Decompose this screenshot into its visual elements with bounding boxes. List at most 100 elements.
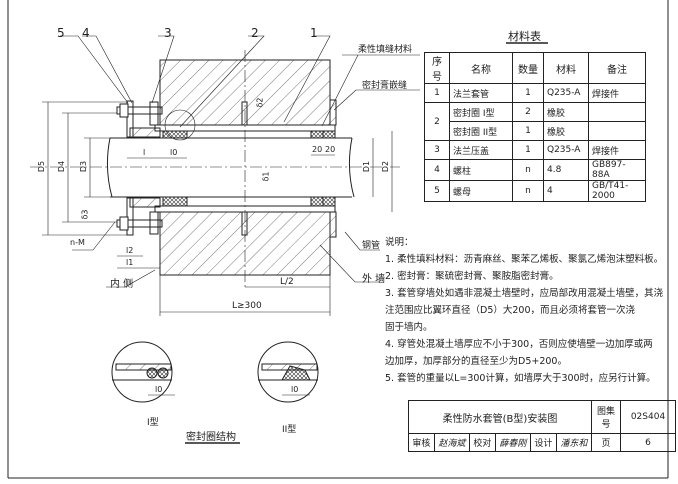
dim-l: l bbox=[143, 148, 146, 157]
cell-note bbox=[588, 102, 646, 122]
detail-type1-label: I型 bbox=[147, 418, 159, 428]
cell-qty: 1 bbox=[512, 83, 544, 103]
cell-name: 密封圈 I型 bbox=[449, 102, 513, 122]
cell-note: GB897-88A bbox=[588, 159, 646, 181]
page-number: 6 bbox=[620, 433, 676, 452]
cell-note: 焊接件 bbox=[588, 83, 646, 103]
steel-pipe bbox=[30, 50, 400, 290]
atlas-label: 图集号 bbox=[591, 400, 621, 434]
dim-l1: l1 bbox=[126, 258, 134, 267]
note-line: 3. 套管穿墙处如遇非混凝土墙壁时，应局部改用混凝土墙壁，其浇 bbox=[385, 288, 664, 299]
detail2-l0-label: l0 bbox=[291, 385, 299, 394]
callout-bolt-spec: n-M bbox=[70, 238, 85, 247]
cell-material: 橡胶 bbox=[543, 102, 589, 122]
dim-delta2: δ2 bbox=[255, 97, 265, 108]
callout-outer-wall: 外 墙 bbox=[362, 274, 386, 285]
detail-type2-label: II型 bbox=[282, 425, 297, 435]
dim-D4: D4 bbox=[57, 160, 67, 173]
review-label: 审核 bbox=[408, 433, 435, 452]
dim-l2: l2 bbox=[126, 246, 134, 255]
cell-material: Q235-A bbox=[543, 83, 589, 103]
atlas-number: 02S404 bbox=[620, 400, 676, 434]
flange-gland bbox=[126, 100, 161, 236]
table-header: 序号 名称 数量 材料 备注 bbox=[424, 52, 646, 84]
title-block: 柔性防水套管(B型)安装图 图集号 02S404 审核 赵海斌 校对 薛春刚 设… bbox=[408, 400, 676, 452]
dimension-lines bbox=[42, 101, 393, 316]
seal-detail-type1 bbox=[111, 341, 175, 403]
cell-note: GB/T41-2000 bbox=[588, 180, 646, 202]
seal-rings bbox=[162, 130, 336, 207]
dim-20b: 20 bbox=[325, 145, 336, 154]
check-signature: 薛春刚 bbox=[494, 433, 531, 452]
cell-qty: n bbox=[512, 159, 544, 181]
cell-note: 焊接件 bbox=[588, 140, 646, 160]
cell-no: 2 bbox=[424, 102, 450, 141]
dim-20a: 20 bbox=[312, 145, 323, 154]
note-line: 边加厚，加厚部分的直径至少为D5+200。 bbox=[385, 356, 567, 367]
callout-flexible-filler: 柔性填缝材料 bbox=[358, 45, 413, 55]
cell-name: 密封圈 II型 bbox=[449, 121, 513, 141]
page-label: 页 bbox=[591, 433, 621, 452]
cell-no: 5 bbox=[424, 180, 450, 202]
leaders bbox=[60, 35, 420, 288]
material-table-title: 材料表 bbox=[508, 30, 541, 43]
dim-delta1: δ1 bbox=[261, 171, 271, 182]
dim-D3: D3 bbox=[79, 160, 89, 173]
note-line: 注范围应比翼环直径（D5）大200，而且必须将套管一次浇 bbox=[385, 305, 635, 316]
notes: 说明： 1. 柔性填料材料：沥青麻丝、聚苯乙烯板、聚氯乙烯泡沫塑料板。 2. 密… bbox=[385, 234, 670, 387]
note-line: 固于墙内。 bbox=[385, 322, 433, 333]
cell-name: 法兰套管 bbox=[449, 83, 513, 103]
seal-detail-type2 bbox=[257, 341, 319, 403]
drawing-title: 柔性防水套管(B型)安装图 bbox=[408, 400, 592, 434]
cell-qty: 1 bbox=[512, 121, 544, 141]
part-label-4: 4 bbox=[82, 26, 90, 40]
cell-name: 螺柱 bbox=[449, 159, 513, 181]
cell-material: Q235-A bbox=[543, 140, 589, 160]
cell-no: 3 bbox=[424, 140, 450, 160]
dim-L: L≥300 bbox=[232, 301, 262, 311]
detail-marker bbox=[164, 109, 196, 141]
cell-name: 螺母 bbox=[449, 180, 513, 202]
header-note: 备注 bbox=[588, 52, 646, 84]
note-line: 4. 穿管处混凝土墙厚应不小于300，否则应使墙壁一边加厚或两 bbox=[385, 339, 653, 350]
note-line: 5. 套管的重量以L=300计算，如墙厚大于300时，应另行计算。 bbox=[385, 373, 656, 384]
design-label: 设计 bbox=[529, 433, 557, 452]
check-label: 校对 bbox=[468, 433, 496, 452]
note-line: 2. 密封膏：聚硫密封膏、聚胺脂密封膏。 bbox=[385, 271, 559, 282]
review-signature: 赵海斌 bbox=[433, 433, 470, 452]
cell-material: 4 bbox=[543, 180, 589, 202]
design-signature: 潘东和 bbox=[555, 433, 593, 452]
cell-no: 1 bbox=[424, 83, 450, 103]
dim-D5: D5 bbox=[37, 160, 47, 173]
dim-D2: D2 bbox=[381, 160, 391, 173]
note-line: 1. 柔性填料材料：沥青麻丝、聚苯乙烯板、聚氯乙烯泡沫塑料板。 bbox=[385, 254, 664, 265]
part-label-2: 2 bbox=[251, 26, 259, 40]
bolts bbox=[116, 103, 163, 231]
cell-qty: 2 bbox=[512, 102, 544, 122]
cell-material: 4.8 bbox=[543, 159, 589, 181]
callout-sealant: 密封膏嵌缝 bbox=[362, 81, 408, 91]
cell-name: 法兰压盖 bbox=[449, 140, 513, 160]
dim-L-half: L/2 bbox=[280, 277, 294, 287]
detail-title: 密封圈结构 bbox=[186, 432, 236, 443]
header-qty: 数量 bbox=[512, 52, 544, 84]
callout-inner-side: 内 侧 bbox=[110, 279, 134, 290]
part-label-3: 3 bbox=[164, 26, 172, 40]
cell-no: 4 bbox=[424, 159, 450, 181]
notes-title: 说明： bbox=[385, 237, 414, 248]
dim-l0: l0 bbox=[170, 148, 178, 157]
callout-steel-pipe: 钢管 bbox=[362, 241, 381, 251]
cell-material: 橡胶 bbox=[543, 121, 589, 141]
part-label-5: 5 bbox=[57, 26, 65, 40]
cell-qty: 1 bbox=[512, 140, 544, 160]
header-no: 序号 bbox=[424, 52, 450, 84]
detail1-l0-label: l0 bbox=[155, 385, 163, 394]
